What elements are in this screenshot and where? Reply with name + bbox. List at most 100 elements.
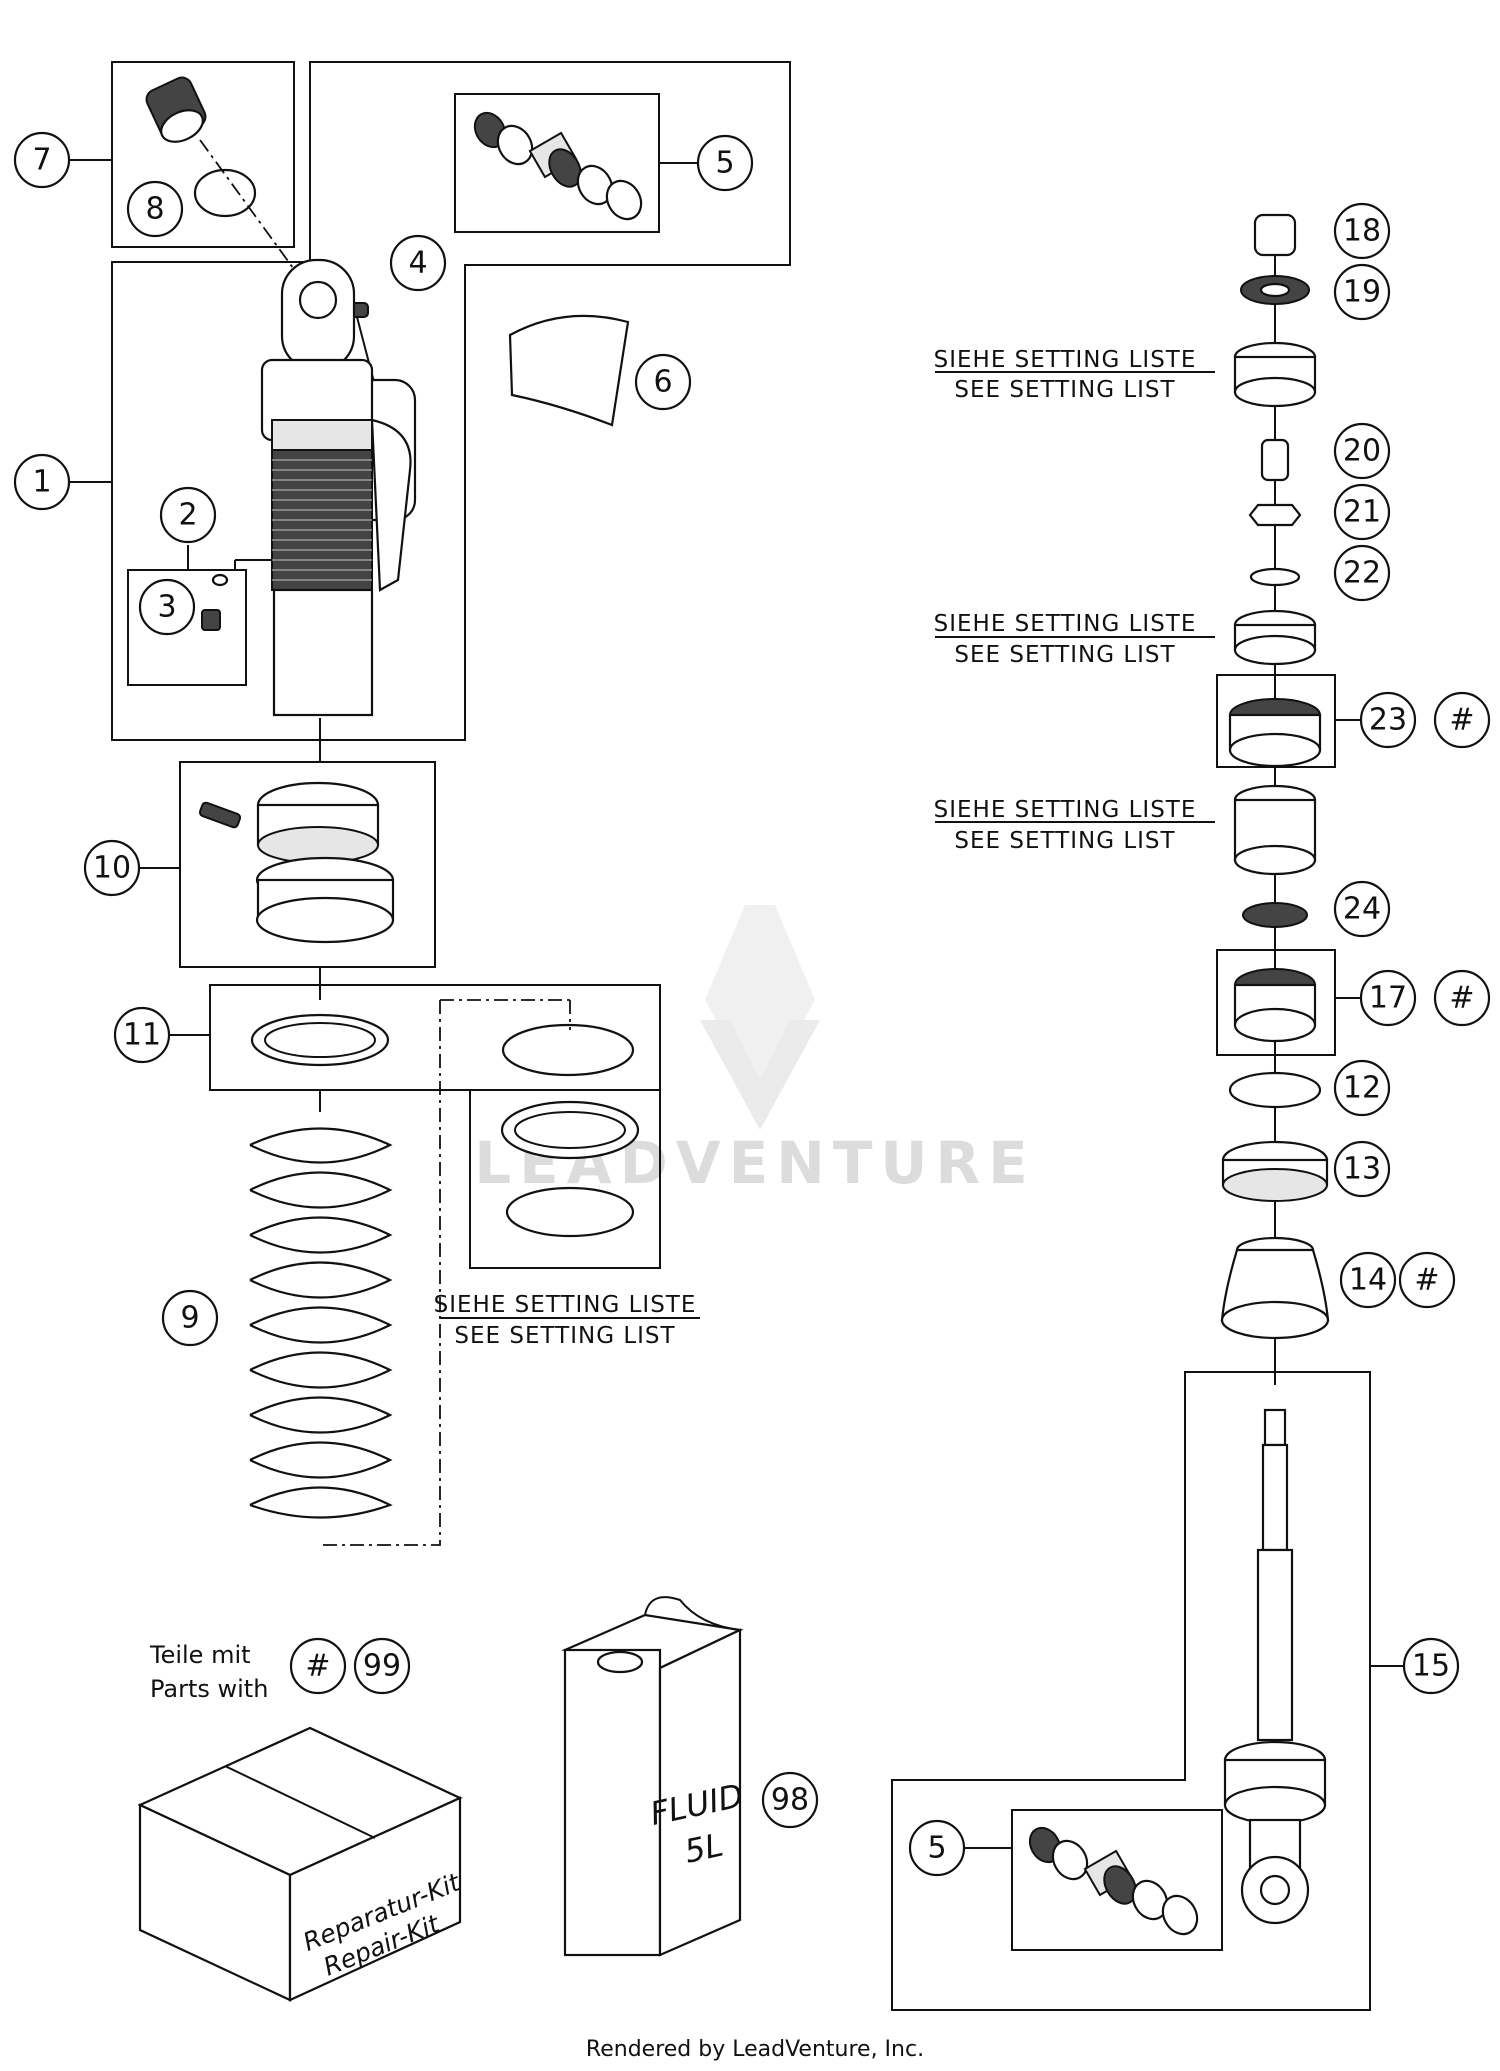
leadventure-watermark-logo	[700, 905, 820, 1130]
parts-with-label-de: Teile mit	[149, 1641, 251, 1669]
part-14-bump-stop	[1220, 1236, 1330, 1340]
setting-note-top: SIEHE SETTING LISTE SEE SETTING LIST	[934, 347, 1197, 403]
svg-text:#: #	[1449, 703, 1474, 738]
svg-text:24: 24	[1343, 892, 1381, 927]
callout-11: 11	[113, 1006, 171, 1064]
part-19-washer	[1240, 275, 1310, 305]
svg-text:17: 17	[1369, 981, 1407, 1016]
callout-hash-legend: #	[289, 1637, 347, 1695]
svg-text:SEE SETTING LIST: SEE SETTING LIST	[954, 828, 1175, 854]
callout-14-hash: #	[1398, 1251, 1456, 1309]
part-10-adjusting-ring	[198, 781, 395, 944]
svg-text:11: 11	[123, 1018, 161, 1053]
setting-note-middle: SIEHE SETTING LISTE SEE SETTING LIST	[934, 611, 1197, 668]
svg-text:12: 12	[1343, 1071, 1381, 1106]
svg-text:10: 10	[93, 851, 131, 886]
footer-credit: Rendered by LeadVenture, Inc.	[586, 2037, 924, 2062]
svg-text:19: 19	[1343, 275, 1381, 310]
callout-10: 10	[83, 839, 141, 897]
shock-body-ribs	[271, 449, 373, 591]
callout-3: 3	[138, 578, 196, 636]
svg-text:7: 7	[32, 143, 51, 178]
callout-98: 98	[761, 1771, 819, 1829]
svg-text:8: 8	[145, 192, 164, 227]
svg-text:SEE SETTING LIST: SEE SETTING LIST	[954, 377, 1175, 403]
spring-seat-variant-c	[505, 1186, 635, 1238]
callout-14: 14	[1339, 1251, 1397, 1309]
svg-text:SIEHE SETTING LISTE: SIEHE SETTING LISTE	[934, 347, 1197, 373]
svg-text:#: #	[305, 1649, 330, 1684]
part-22-washer	[1249, 567, 1301, 587]
part-20-spacer	[1260, 438, 1290, 482]
spring-seat-variant-a	[501, 1023, 635, 1077]
fluid-volume: 5L	[681, 1826, 726, 1871]
svg-text:SEE SETTING LIST: SEE SETTING LIST	[954, 642, 1175, 668]
svg-text:#: #	[1414, 1263, 1439, 1298]
svg-text:SEE SETTING LIST: SEE SETTING LIST	[454, 1323, 675, 1349]
part-24-washer	[1242, 902, 1308, 928]
shim-stack-b	[1233, 609, 1317, 666]
part-18-nut	[1253, 213, 1297, 257]
part-12-circlip	[1228, 1071, 1322, 1109]
svg-text:#: #	[1449, 981, 1474, 1016]
callout-15: 15	[1402, 1637, 1460, 1695]
svg-text:13: 13	[1343, 1152, 1381, 1187]
shim-stack-a	[1233, 341, 1317, 408]
svg-text:9: 9	[180, 1301, 199, 1336]
callout-23: 23	[1359, 691, 1417, 749]
callout-8: 8	[126, 180, 184, 238]
part-99-repair-kit-box	[137, 1726, 463, 2002]
svg-text:3: 3	[157, 590, 176, 625]
callout-5-lower: 5	[908, 1819, 966, 1877]
callout-99: 99	[353, 1637, 411, 1695]
svg-text:98: 98	[771, 1783, 809, 1818]
callout-13: 13	[1333, 1140, 1391, 1198]
parts-with-label-en: Parts with	[150, 1675, 268, 1703]
callout-17-hash: #	[1433, 969, 1491, 1027]
shim-stack-c	[1233, 784, 1317, 876]
svg-text:2: 2	[178, 498, 197, 533]
part-21-nut	[1248, 503, 1302, 527]
part-5-seal-kit	[473, 111, 643, 221]
svg-text:5: 5	[715, 146, 734, 181]
svg-text:5: 5	[927, 1831, 946, 1866]
callout-5-upper: 5	[696, 134, 754, 192]
callout-18: 18	[1333, 202, 1391, 260]
callout-7: 7	[13, 131, 71, 189]
svg-text:6: 6	[653, 365, 672, 400]
svg-text:21: 21	[1343, 495, 1381, 530]
part-98-fluid-can	[561, 1596, 744, 1957]
svg-text:23: 23	[1369, 703, 1407, 738]
callout-6: 6	[634, 353, 692, 411]
callout-20: 20	[1333, 422, 1391, 480]
part-6-sticker	[508, 314, 630, 427]
part-15-piston-rod	[1223, 1408, 1327, 1925]
svg-text:20: 20	[1343, 434, 1381, 469]
part-1-shock-absorber	[260, 258, 417, 717]
callout-19: 19	[1333, 263, 1391, 321]
part-8-o-ring	[193, 168, 257, 218]
callout-21: 21	[1333, 483, 1391, 541]
part-9-spring	[249, 1127, 393, 1519]
part-5-seal-kit-lower	[1028, 1826, 1199, 1936]
callout-12: 12	[1333, 1059, 1391, 1117]
svg-text:1: 1	[32, 465, 51, 500]
svg-text:SIEHE SETTING LISTE: SIEHE SETTING LISTE	[934, 611, 1197, 637]
part-3-bleed-screw	[201, 573, 229, 631]
setting-note-lower: SIEHE SETTING LISTE SEE SETTING LIST	[934, 797, 1197, 854]
svg-text:4: 4	[408, 246, 427, 281]
part-23-piston	[1228, 698, 1322, 768]
callout-22: 22	[1333, 544, 1391, 602]
svg-text:14: 14	[1349, 1263, 1387, 1298]
svg-text:SIEHE SETTING LISTE: SIEHE SETTING LISTE	[934, 797, 1197, 823]
callout-9: 9	[161, 1289, 219, 1347]
part-13-sealing-ring	[1221, 1140, 1329, 1202]
svg-text:99: 99	[363, 1649, 401, 1684]
part-17-compression-valve	[1233, 968, 1317, 1043]
svg-text:SIEHE SETTING LISTE: SIEHE SETTING LISTE	[434, 1292, 697, 1318]
spring-seat-variant-b	[500, 1100, 640, 1160]
callout-2: 2	[159, 486, 217, 544]
callout-24: 24	[1333, 880, 1391, 938]
